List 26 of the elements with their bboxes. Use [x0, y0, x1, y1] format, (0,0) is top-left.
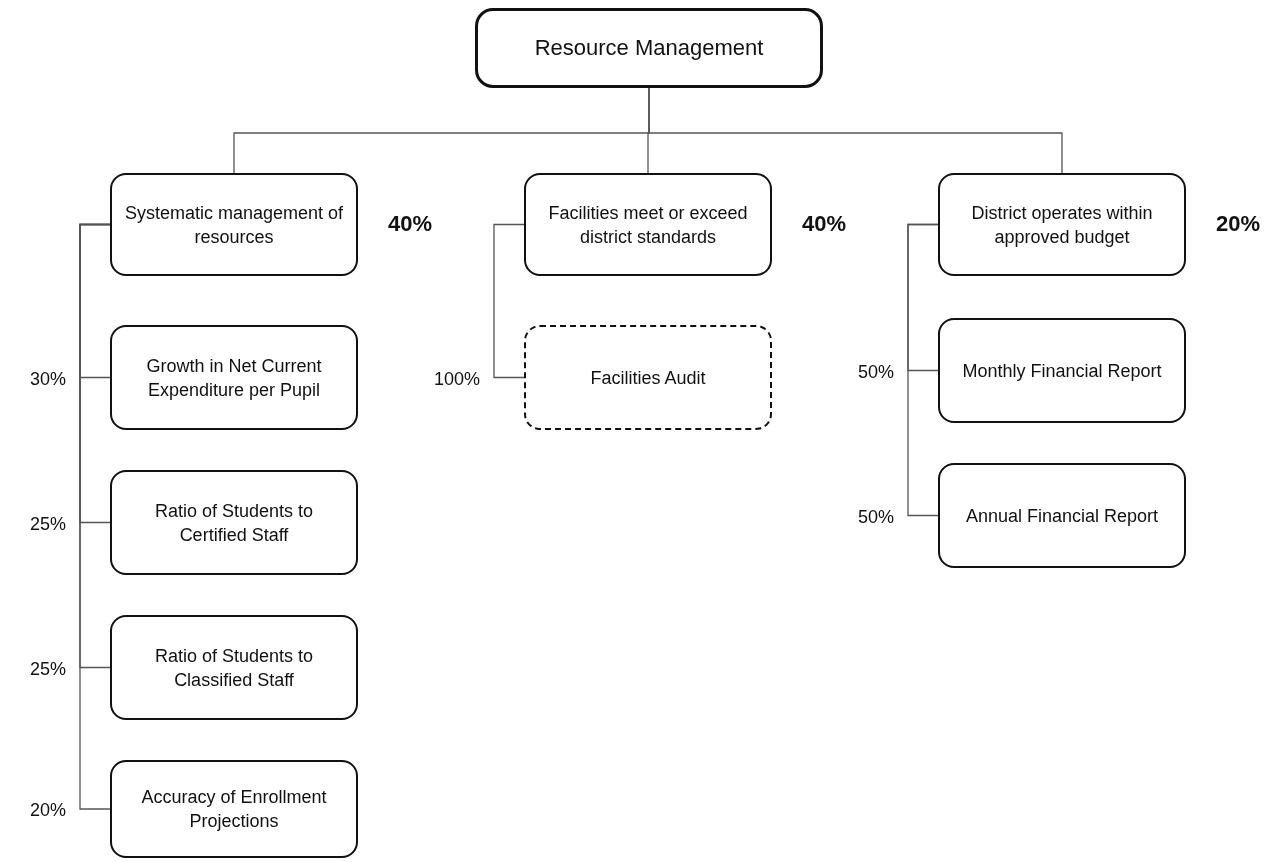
connector-line — [79, 223, 111, 810]
weight-label: 30% — [29, 368, 66, 390]
node-text: Growth in Net Current Expenditure per Pupil — [145, 354, 323, 402]
weight-label: 25% — [29, 513, 66, 535]
connector-line — [648, 87, 1063, 174]
connector-line — [493, 223, 525, 379]
connector-line — [907, 223, 939, 517]
node-text: Monthly Financial Report — [961, 359, 1163, 383]
node-text: Resource Management — [533, 36, 765, 60]
rounded-box — [475, 8, 823, 88]
weight-label: 25% — [29, 658, 66, 680]
weight-label: 20% — [29, 800, 66, 821]
weight-label: 50% — [857, 506, 894, 528]
node-text: District operates within approved budget — [970, 201, 1154, 249]
weight-label: 100% — [433, 368, 480, 390]
weight-label: 40% — [388, 211, 433, 237]
node-text: Facilities meet or exceed district standards — [547, 201, 749, 249]
node-text: Facilities Audit — [589, 366, 707, 390]
node-text: Systematic management of resources — [123, 201, 345, 249]
node-text: Annual Financial Report — [964, 504, 1160, 528]
node-text: Ratio of Students to Classified Staff — [153, 644, 315, 692]
weight-label: 50% — [857, 361, 894, 383]
weight-label: 40% — [802, 211, 847, 237]
weight-label: 20% — [1216, 211, 1261, 237]
node-text: Ratio of Students to Certified Staff — [153, 499, 315, 547]
node-text: Accuracy of Enrollment Projections — [140, 786, 328, 833]
